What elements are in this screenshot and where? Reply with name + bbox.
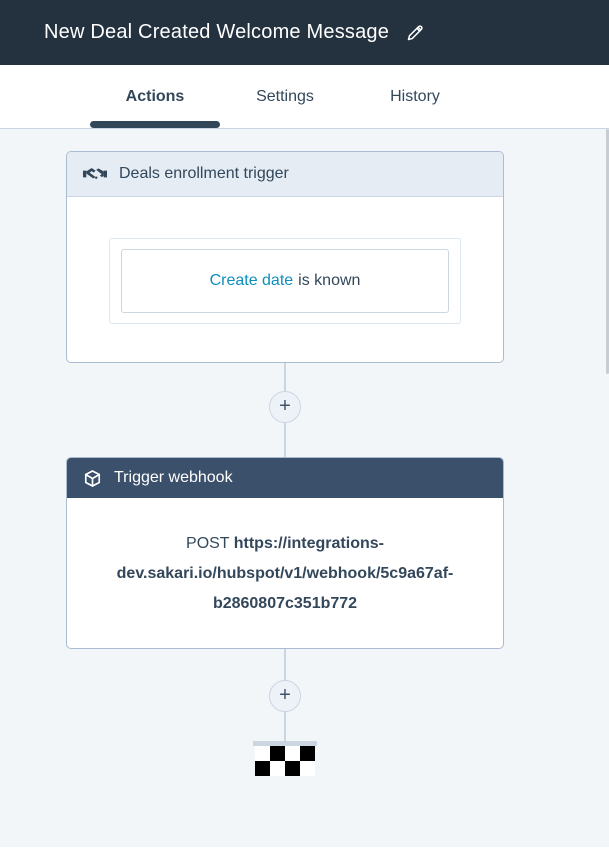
add-action-button[interactable]: + xyxy=(269,391,301,423)
tab-history[interactable]: History xyxy=(390,87,440,105)
webhook-url-line: b2860807c351b772 xyxy=(212,594,358,612)
tab-bar: Actions Settings History xyxy=(0,65,609,129)
add-action-button[interactable]: + xyxy=(269,680,301,712)
trigger-card-body: Create date is known xyxy=(67,197,503,362)
webhook-url-line: dev.sakari.io/hubspot/v1/webhook/5c9a67a… xyxy=(116,564,454,582)
trigger-card-title: Deals enrollment trigger xyxy=(119,165,289,182)
enrollment-trigger-card[interactable]: Deals enrollment trigger Create date is … xyxy=(66,151,504,363)
pencil-icon[interactable] xyxy=(405,22,426,43)
webhook-action-card[interactable]: Trigger webhook POST https://integration… xyxy=(66,457,504,649)
handshake-icon xyxy=(83,166,107,182)
webhook-card-header: Trigger webhook xyxy=(67,458,503,498)
filter-group: Create date is known xyxy=(109,238,461,324)
condition-operator-text: is known xyxy=(298,272,361,289)
tab-actions[interactable]: Actions xyxy=(125,87,185,105)
scrollbar-thumb[interactable] xyxy=(606,129,609,374)
webhook-method: POST xyxy=(186,534,230,552)
webhook-card-body: POST https://integrations- dev.sakari.io… xyxy=(67,498,503,648)
webhook-url-line: POST https://integrations- xyxy=(97,529,473,559)
condition-property-link[interactable]: Create date xyxy=(209,272,294,289)
end-marker-bar xyxy=(253,741,317,746)
enrollment-condition[interactable]: Create date is known xyxy=(121,249,449,313)
active-tab-indicator xyxy=(90,121,220,128)
cube-icon xyxy=(83,469,102,488)
trigger-card-header: Deals enrollment trigger xyxy=(67,152,503,197)
workflow-canvas: Deals enrollment trigger Create date is … xyxy=(0,129,609,847)
webhook-card-title: Trigger webhook xyxy=(114,469,233,486)
checkered-flag-icon xyxy=(255,746,315,776)
title-bar: New Deal Created Welcome Message xyxy=(0,0,609,65)
page-title: New Deal Created Welcome Message xyxy=(44,21,390,43)
webhook-url-part: https://integrations- xyxy=(233,534,384,552)
tab-settings[interactable]: Settings xyxy=(256,87,314,105)
